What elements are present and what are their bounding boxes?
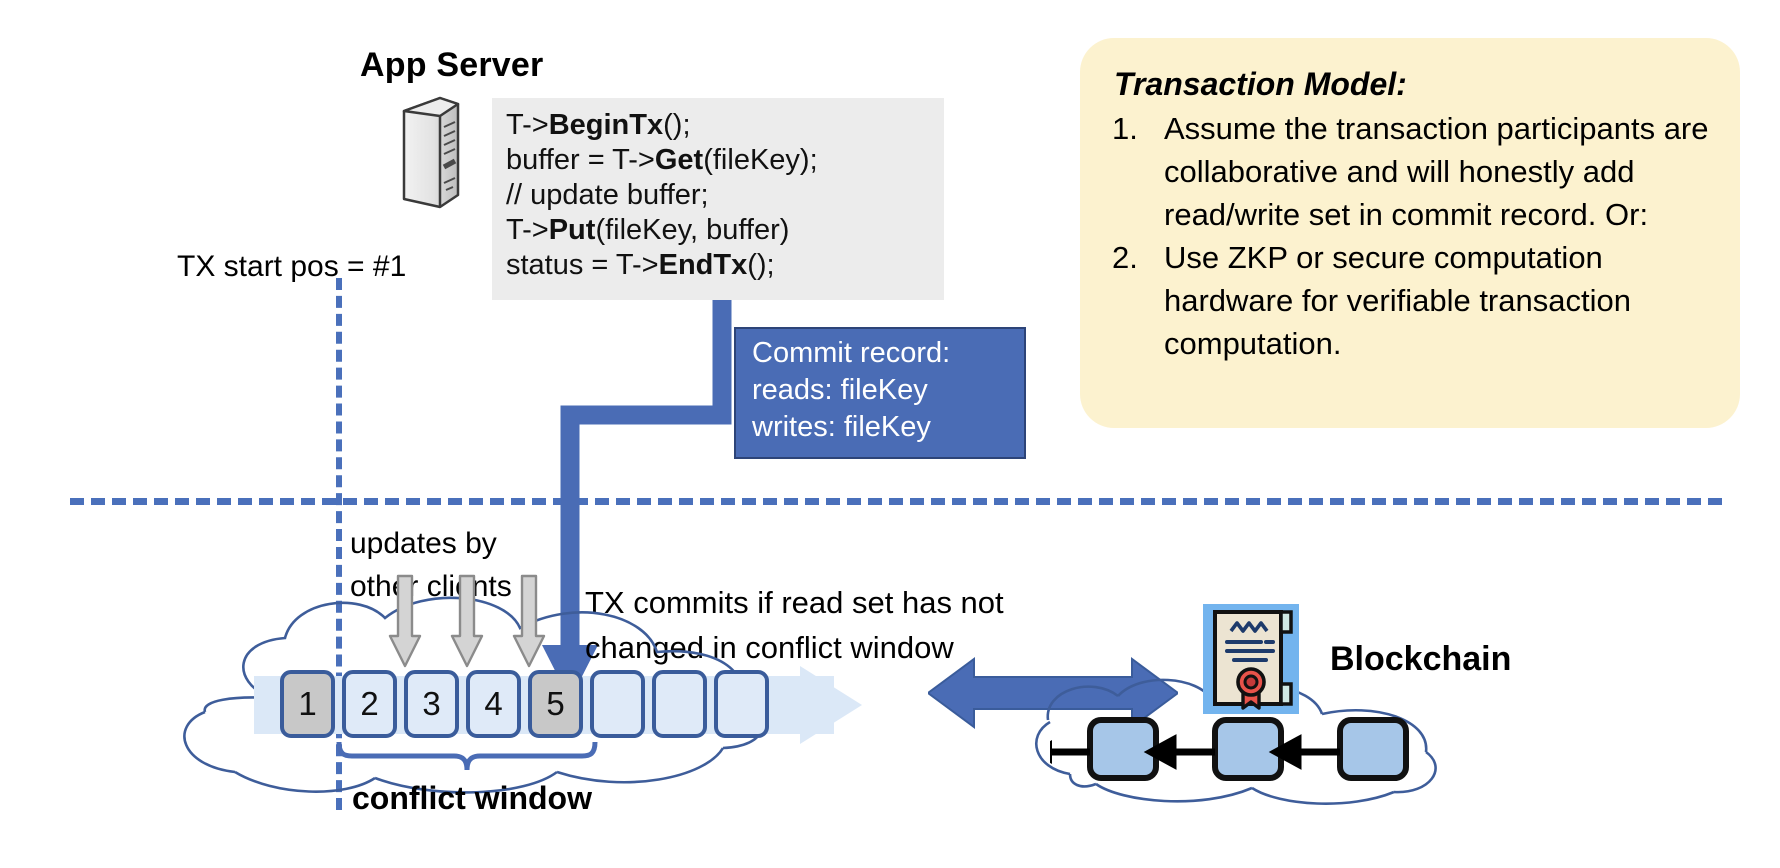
update-arrow-icon: [450, 574, 484, 670]
transaction-model-item: 2. Use ZKP or secure computation hardwar…: [1112, 236, 1710, 365]
conflict-window-brace: [336, 739, 598, 772]
update-arrow-icon: [512, 574, 546, 670]
client-server-divider: [70, 498, 1722, 505]
tx-start-dashed-line: [336, 278, 342, 810]
code-plain: status = T->: [506, 249, 659, 281]
code-plain-after: ();: [747, 249, 775, 281]
blockchain-chain: [1030, 712, 1450, 788]
code-line: // update buffer;: [506, 178, 932, 213]
log-block[interactable]: [652, 670, 707, 738]
list-text: Assume the transaction participants are …: [1164, 111, 1709, 232]
code-plain-after: ();: [663, 109, 691, 141]
list-text: Use ZKP or secure computation hardware f…: [1164, 240, 1631, 361]
code-plain-after: (fileKey);: [703, 144, 818, 176]
code-line: status = T->EndTx();: [506, 248, 932, 283]
server-tower-icon: [400, 95, 462, 210]
code-plain: buffer = T->: [506, 144, 655, 176]
code-line: T->Put(fileKey, buffer): [506, 213, 932, 248]
log-block[interactable]: 2: [342, 670, 397, 738]
transaction-model-panel: Transaction Model: 1. Assume the transac…: [1080, 38, 1740, 428]
transaction-model-item: 1. Assume the transaction participants a…: [1112, 107, 1710, 236]
tx-commit-note-line: TX commits if read set has not: [585, 585, 1004, 620]
log-block-row: 1 2 3 4 5: [280, 670, 769, 738]
log-block[interactable]: [590, 670, 645, 738]
transaction-model-title: Transaction Model:: [1114, 66, 1407, 102]
code-plain-after: (fileKey, buffer): [595, 214, 790, 246]
update-arrow-icon: [388, 574, 422, 670]
certificate-icon: [1203, 604, 1299, 714]
code-snippet-block: T->BeginTx(); buffer = T->Get(fileKey); …: [492, 98, 944, 300]
log-block[interactable]: 4: [466, 670, 521, 738]
code-plain: // update buffer;: [506, 179, 709, 211]
log-block[interactable]: [714, 670, 769, 738]
tx-commit-condition-note: TX commits if read set has not changed i…: [585, 580, 1004, 670]
updates-by-other-clients-label: updates by other clients: [350, 522, 512, 608]
commit-record-line: reads: fileKey: [752, 374, 928, 406]
log-block[interactable]: 5: [528, 670, 583, 738]
app-server-title: App Server: [360, 46, 544, 84]
list-number: 1.: [1112, 111, 1138, 146]
code-plain: T->: [506, 109, 549, 141]
conflict-window-label: conflict window: [352, 780, 592, 816]
commit-record-line: writes: fileKey: [752, 411, 931, 443]
code-bold: Get: [654, 144, 704, 176]
code-bold: EndTx: [658, 249, 748, 281]
tx-start-pos-label: TX start pos = #1: [177, 250, 407, 283]
code-plain: T->: [506, 214, 549, 246]
code-bold: BeginTx: [548, 109, 664, 141]
commit-record-box: Commit record: reads: fileKey writes: fi…: [734, 327, 1026, 459]
updates-label-line: updates by: [350, 527, 497, 560]
code-line: T->BeginTx();: [506, 108, 932, 143]
commit-record-line: Commit record:: [752, 337, 951, 369]
code-line: buffer = T->Get(fileKey);: [506, 143, 932, 178]
log-block[interactable]: 1: [280, 670, 335, 738]
log-direction-arrowhead: [800, 660, 870, 750]
list-number: 2.: [1112, 240, 1138, 275]
code-bold: Put: [548, 214, 596, 246]
updates-label-line: other clients: [350, 570, 512, 603]
log-block[interactable]: 3: [404, 670, 459, 738]
blockchain-label: Blockchain: [1330, 640, 1512, 678]
